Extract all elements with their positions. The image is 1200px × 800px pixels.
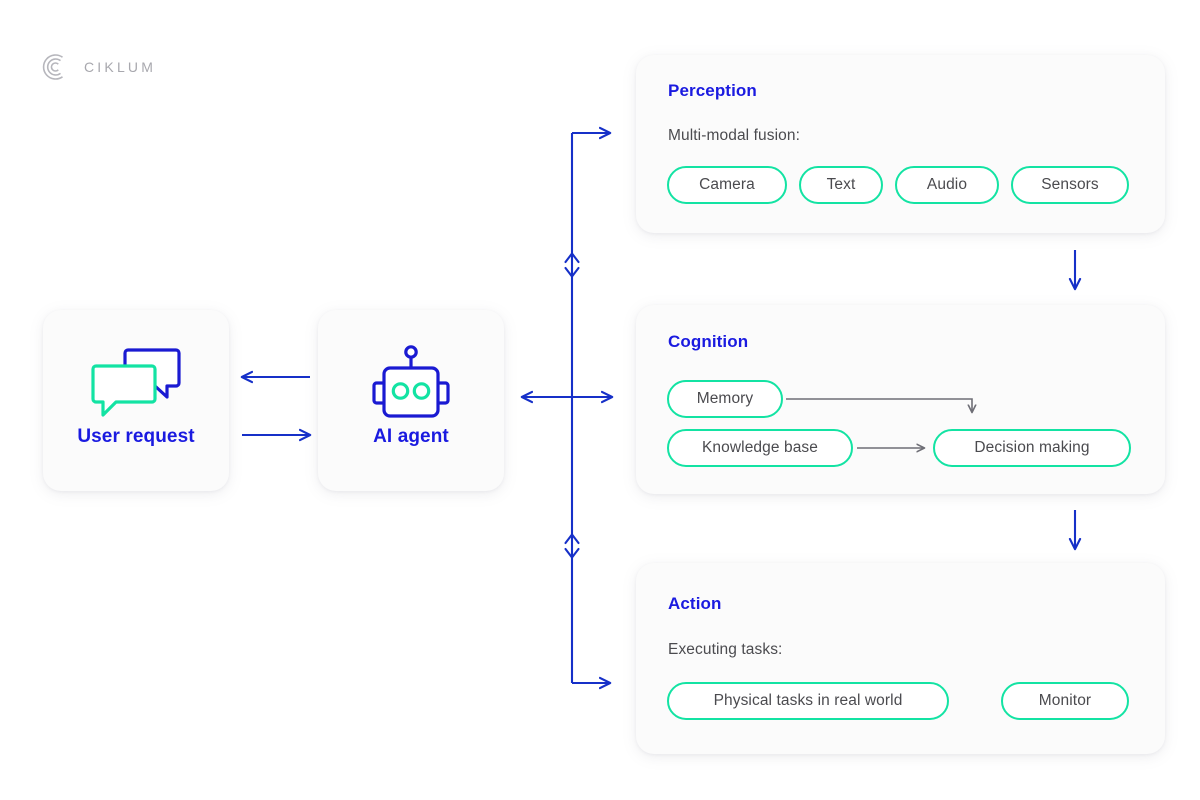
action-title: Action [668,594,722,613]
user-request-label: User request [77,426,195,447]
action-subtitle: Executing tasks: [668,641,783,658]
perception-title: Perception [668,81,757,100]
pill-camera[interactable]: Camera [667,166,787,204]
pill-knowledge-base[interactable]: Knowledge base [667,429,853,467]
pill-audio[interactable]: Audio [895,166,999,204]
perception-subtitle: Multi-modal fusion: [668,127,800,144]
user-request-card[interactable]: User request [43,310,229,491]
robot-head-icon [363,340,459,426]
spine-upper-bidirectional-arrow [564,252,580,278]
cognition-title: Cognition [668,332,749,351]
cognition-card[interactable]: Cognition Memory Knowledge base Decision… [636,305,1165,494]
pill-physical-tasks[interactable]: Physical tasks in real world [667,682,949,720]
ciklum-arc-logo-icon [40,52,70,82]
cognition-internal-arrows [786,398,1165,494]
ai-agent-card[interactable]: AI agent [318,310,504,491]
memory-to-decision-arrow [786,398,972,412]
pill-monitor[interactable]: Monitor [1001,682,1129,720]
brand-logo: CIKLUM [40,52,156,82]
chat-bubbles-icon [88,340,184,426]
brand-name: CIKLUM [84,59,157,75]
perception-card[interactable]: Perception Multi-modal fusion: Camera Te… [636,55,1165,233]
ai-agent-label: AI agent [373,426,449,447]
pill-memory[interactable]: Memory [667,380,783,418]
pill-decision-making[interactable]: Decision making [933,429,1131,467]
pill-text[interactable]: Text [799,166,883,204]
action-card[interactable]: Action Executing tasks: Physical tasks i… [636,563,1165,754]
pill-sensors[interactable]: Sensors [1011,166,1129,204]
spine-lower-bidirectional-arrow [564,533,580,559]
